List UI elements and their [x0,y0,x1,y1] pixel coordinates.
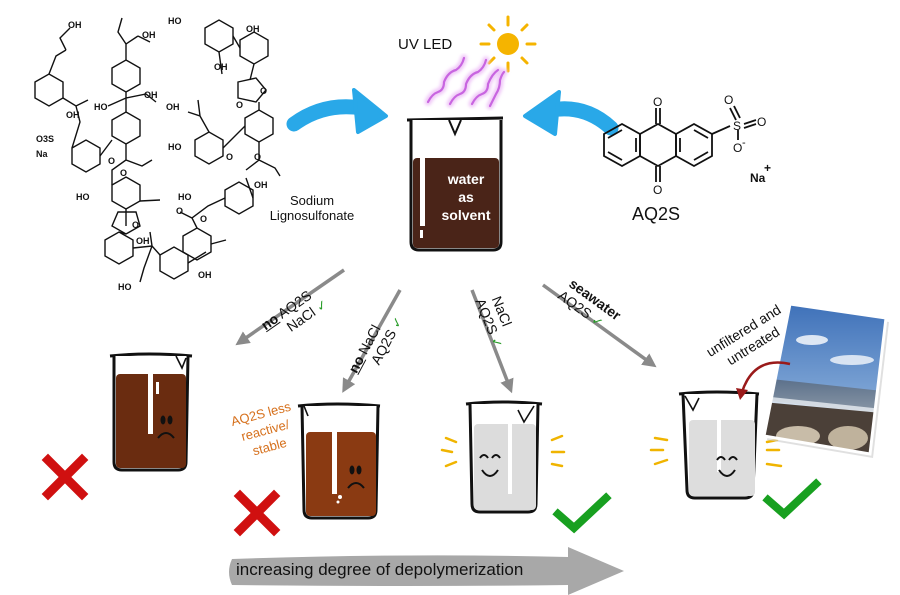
lignin-atom-o: O [120,168,127,178]
photo-to-beaker-arrow [736,361,791,400]
arrow-no-aq2s [235,268,345,346]
depolymerization-label: increasing degree of depolymerization [236,560,524,579]
uv-wave-4 [488,70,506,108]
sad-face-icon [157,415,175,439]
aq2s-label: AQ2S [632,204,681,224]
happy-face-icon [479,454,501,477]
depolymerization-arrow [229,547,624,595]
success-check-icon [552,492,612,534]
aq2s-atom-s: S [733,119,741,133]
lignin-label-line2: Lignosulfonate [269,208,355,223]
lignin-furan-2 [111,211,141,235]
aq2s-atom-o-top: O [653,95,662,109]
sodium-lignosulfonate-structure: OH OH HO OH OH OH HO OH O3S Na OH HO HO … [34,16,281,292]
lignin-atom-ho: HO [118,282,132,292]
lignin-atom-oh: OH [246,24,260,34]
sun-icon [479,15,537,73]
happy-face-icon [716,456,738,477]
aq2s-minus-charge: - [742,137,746,149]
arrow-no-nacl [342,289,402,393]
lignin-ring-6 [239,31,269,65]
lignin-ring-13 [159,246,189,280]
beaker-label-line3: solvent [441,207,491,223]
lignin-atom-o: O [226,152,233,162]
aq2s-structure: O O O S O O - Na + [603,93,771,197]
result-beaker-no-aq2s [109,352,193,472]
lignin-atom-o: O [176,206,183,216]
sad-face-icon [347,465,365,489]
lignin-atom-oh: OH [68,20,82,30]
lignin-atom-ho: HO [76,192,90,202]
lignin-atom-so3: O3S [36,134,54,144]
lignin-atom-oh: OH [214,62,228,72]
uv-wave-1 [426,56,466,104]
aq2s-atom-o-bottom: O [653,183,662,197]
check-small-icon: ✓ [588,311,607,331]
arrow-nacl-aq2s [470,289,514,394]
lignin-atom-o: O [132,220,139,230]
lignin-atom-o: O [108,156,115,166]
lignin-ring-4 [71,139,101,173]
blue-arrow-left [286,88,388,134]
lignin-ring-5 [204,19,234,53]
result-beaker-seawater [649,390,783,500]
beaker-label-line2: as [458,189,474,205]
lignin-atom-oh: OH [136,236,150,246]
lignin-label-line1: Sodium [289,193,335,208]
beaker-liquid [306,432,376,516]
center-beaker-liquid [413,158,499,248]
lignin-atom-ho: HO [178,192,192,202]
center-beaker [406,116,504,252]
lignin-atom-na: Na [36,149,48,159]
lignin-atom-oh: OH [144,90,158,100]
seawater-beach-photo [762,302,889,458]
aq2s-atom-o: O [757,115,766,129]
fail-x-icon [233,489,281,537]
beaker-liquid [474,424,536,510]
blue-arrow-right [523,90,619,136]
result-beaker-nacl-aq2s [440,400,566,514]
aq2s-atom-na: Na [750,171,766,185]
lignin-ring-10 [224,181,254,215]
lignin-atom-o: O [200,214,207,224]
uv-light-waves [424,54,508,110]
lignin-atom-ho: HO [168,142,182,152]
result-beaker-no-nacl [297,402,381,520]
fail-x-icon [41,453,89,501]
aq2s-atom-o-minus: O [733,141,742,155]
arrow-seawater [541,283,657,368]
uv-wave-3 [470,68,500,106]
aq2s-plus-charge: + [764,161,771,175]
lignin-atom-oh: OH [142,30,156,40]
lignin-atom-oh: OH [254,180,268,190]
lignin-atom-ho: HO [94,102,108,112]
lignin-atom-o: O [260,86,267,96]
center-beaker-label: water as solvent [426,170,506,224]
sodium-lignosulfonate-label: Sodium Lignosulfonate [252,193,372,223]
shine-lines [440,434,566,468]
beaker-label-line1: water [447,171,485,187]
lignin-atom-oh: OH [66,110,80,120]
lignin-atom-ho: HO [168,16,182,26]
lignin-furan-1 [237,77,267,103]
lignin-atom-oh: OH [166,102,180,112]
success-check-icon [762,478,822,520]
lignin-atom-o: O [236,100,243,110]
lignin-atom-oh: OH [198,270,212,280]
uv-wave-2 [448,58,488,106]
aq2s-atom-o: O [724,93,733,107]
uv-led-label: UV LED [398,36,453,53]
lignin-atom-o: O [254,152,261,162]
